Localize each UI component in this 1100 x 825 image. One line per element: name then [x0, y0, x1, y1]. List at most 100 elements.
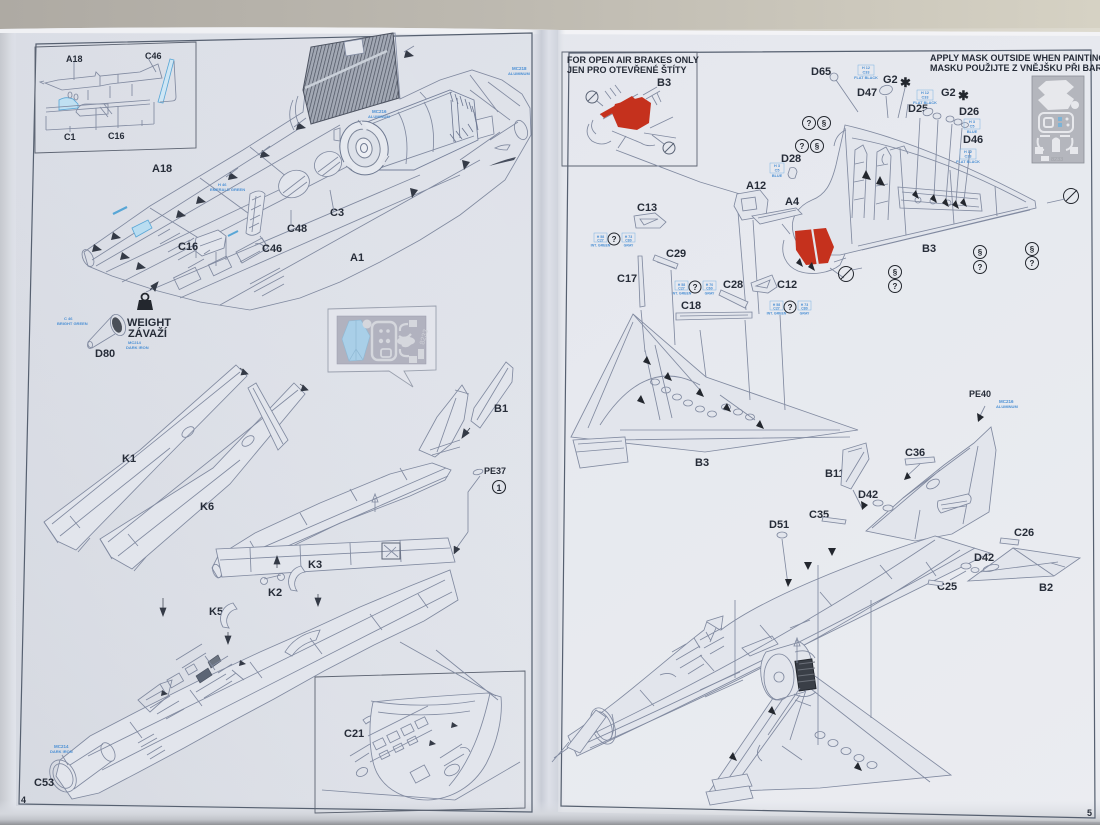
svg-text:H 3: H 3: [969, 120, 975, 124]
svg-text:C46: C46: [262, 243, 282, 255]
svg-text:K5: K5: [209, 606, 223, 618]
svg-text:K2: K2: [268, 587, 282, 599]
svg-text:INT. GREEN: INT. GREEN: [591, 244, 611, 248]
svg-text:8233: 8233: [1051, 157, 1063, 163]
svg-text:C46: C46: [145, 51, 162, 61]
svg-text:?: ?: [800, 142, 805, 151]
svg-text:C12: C12: [777, 279, 797, 291]
svg-text:C1: C1: [64, 132, 76, 142]
svg-text:ALUMINUM: ALUMINUM: [368, 114, 390, 119]
svg-text:INT. GREEN: INT. GREEN: [767, 312, 787, 316]
svg-text:BLUE: BLUE: [772, 174, 783, 178]
svg-text:BLUE: BLUE: [967, 130, 978, 134]
svg-text:ALUMINUM: ALUMINUM: [996, 404, 1018, 409]
svg-text:K3: K3: [308, 559, 322, 571]
svg-text:FLAT BLACK: FLAT BLACK: [913, 101, 937, 105]
svg-text:H 58: H 58: [678, 283, 685, 287]
svg-text:FLAT BLACK: FLAT BLACK: [956, 160, 980, 164]
svg-text:FLAT BLACK: FLAT BLACK: [854, 76, 878, 80]
svg-text:§: §: [822, 119, 827, 128]
svg-text:C33: C33: [922, 96, 929, 100]
svg-text:1: 1: [497, 483, 502, 493]
svg-text:?: ?: [788, 303, 793, 312]
svg-text:C13: C13: [637, 202, 657, 214]
svg-text:C27: C27: [678, 287, 684, 291]
svg-text:D46: D46: [963, 134, 983, 146]
svg-text:MC216: MC216: [999, 399, 1014, 404]
svg-text:B11: B11: [825, 468, 845, 480]
svg-text:MC214: MC214: [128, 340, 142, 345]
svg-text:C5: C5: [970, 125, 975, 129]
svg-text:G2: G2: [883, 74, 898, 86]
svg-text:H 3: H 3: [774, 164, 780, 168]
svg-text:?: ?: [1030, 259, 1035, 268]
svg-text:C21: C21: [344, 728, 364, 740]
svg-text:C5: C5: [775, 169, 780, 173]
svg-text:C80: C80: [625, 239, 631, 243]
svg-text:D51: D51: [769, 519, 789, 531]
svg-text:C3: C3: [330, 207, 344, 219]
svg-text:?: ?: [612, 235, 617, 244]
svg-text:?: ?: [893, 282, 898, 291]
svg-text:D26: D26: [959, 106, 979, 118]
svg-text:✱: ✱: [900, 75, 911, 90]
svg-text:C27: C27: [597, 239, 603, 243]
svg-text:ALUMINUM: ALUMINUM: [508, 71, 530, 76]
svg-text:C36: C36: [905, 447, 925, 459]
svg-text:C28: C28: [723, 279, 743, 291]
svg-text:JEN PRO OTEVŘENÉ ŠTÍTY: JEN PRO OTEVŘENÉ ŠTÍTY: [567, 64, 687, 75]
svg-text:H 73: H 73: [625, 235, 632, 239]
svg-text:?: ?: [693, 283, 698, 292]
svg-text:BRIGHT GREEN: BRIGHT GREEN: [57, 321, 88, 326]
svg-text:H 70: H 70: [706, 283, 713, 287]
svg-text:DARK IRON: DARK IRON: [126, 345, 149, 350]
svg-text:B3: B3: [695, 457, 709, 469]
svg-text:MC214: MC214: [54, 744, 69, 749]
svg-text:D28: D28: [781, 153, 801, 165]
svg-text:5: 5: [1087, 808, 1092, 818]
svg-text:DARK IRON: DARK IRON: [50, 749, 73, 754]
svg-text:C33: C33: [965, 155, 972, 159]
svg-text:C60: C60: [706, 287, 712, 291]
svg-text:MC216: MC216: [372, 109, 387, 114]
svg-text:H 12: H 12: [862, 66, 870, 70]
svg-text:4: 4: [21, 795, 26, 805]
svg-text:FOR OPEN AIR BRAKES ONLY: FOR OPEN AIR BRAKES ONLY: [567, 55, 699, 65]
svg-text:INT. GREEN: INT. GREEN: [672, 292, 692, 296]
svg-text:MASKU POUŽIJTE Z VNĚJŠKU PŘI B: MASKU POUŽIJTE Z VNĚJŠKU PŘI BARVENÍ: [930, 62, 1100, 73]
svg-text:C29: C29: [666, 248, 686, 260]
svg-text:D80: D80: [95, 348, 115, 360]
svg-text:H 58: H 58: [597, 235, 604, 239]
svg-text:D42: D42: [858, 489, 878, 501]
svg-text:GRAY: GRAY: [800, 312, 810, 316]
svg-text:H 73: H 73: [801, 303, 808, 307]
svg-text:✱: ✱: [958, 88, 969, 103]
svg-text:A4: A4: [785, 196, 800, 208]
svg-text:C 46: C 46: [64, 316, 73, 321]
svg-text:PE37: PE37: [484, 466, 506, 476]
svg-text:A12: A12: [746, 180, 766, 192]
svg-text:C16: C16: [178, 241, 198, 253]
svg-text:G2: G2: [941, 87, 956, 99]
svg-text:MC218: MC218: [512, 66, 527, 71]
svg-text:C27: C27: [773, 307, 779, 311]
svg-text:GRAY: GRAY: [624, 244, 634, 248]
svg-text:WEIGHT: WEIGHT: [127, 317, 171, 329]
svg-text:C18: C18: [681, 300, 701, 312]
svg-text:K6: K6: [200, 501, 214, 513]
svg-text:D47: D47: [857, 87, 877, 99]
svg-text:C33: C33: [863, 71, 870, 75]
svg-text:?: ?: [978, 263, 983, 272]
svg-text:C26: C26: [1014, 527, 1034, 539]
svg-text:D65: D65: [811, 66, 831, 78]
svg-text:C53: C53: [34, 777, 54, 789]
svg-text:D42: D42: [974, 552, 994, 564]
svg-text:GRAY: GRAY: [705, 292, 715, 296]
svg-text:H 12: H 12: [921, 91, 929, 95]
svg-text:§: §: [815, 142, 820, 151]
svg-text:EMERALD GREEN: EMERALD GREEN: [210, 187, 245, 192]
svg-text:H 12: H 12: [964, 150, 972, 154]
svg-text:C48: C48: [287, 223, 307, 235]
svg-text:?: ?: [807, 119, 812, 128]
svg-text:A1: A1: [350, 252, 364, 264]
